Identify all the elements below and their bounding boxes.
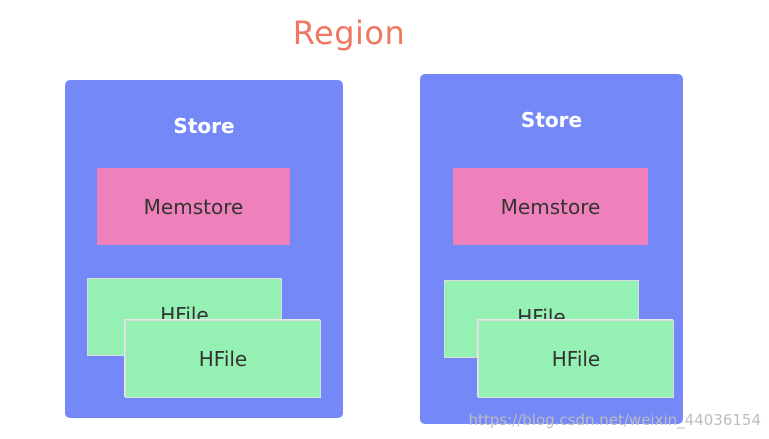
memstore-box: Memstore bbox=[97, 168, 290, 245]
region-title: Region bbox=[292, 14, 406, 52]
watermark-text: https://blog.csdn.net/weixin_44036154 bbox=[468, 411, 761, 429]
memstore-box: Memstore bbox=[453, 168, 648, 245]
store-box-2: Store Memstore HFile HFile bbox=[420, 74, 683, 424]
hfile-box-front: HFile bbox=[125, 320, 321, 398]
store-label: Store bbox=[520, 108, 583, 132]
store-label: Store bbox=[173, 114, 235, 138]
store-box-1: Store Memstore HFile HFile bbox=[65, 80, 343, 418]
hfile-box-front: HFile bbox=[478, 320, 674, 398]
